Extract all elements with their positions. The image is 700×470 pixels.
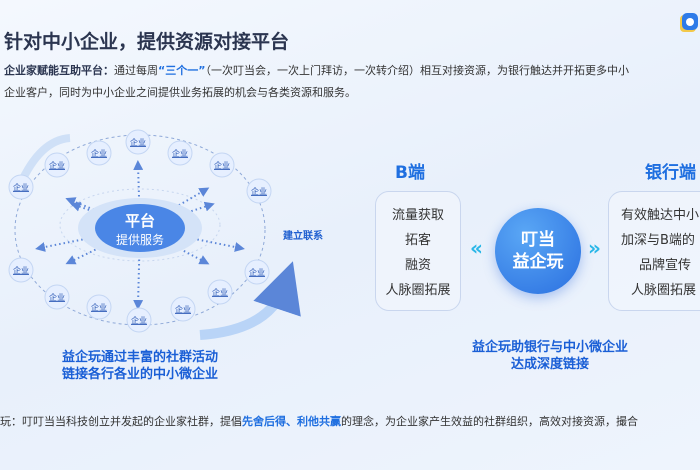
enterprise-node: 企业 xyxy=(86,294,112,320)
caption-line2: 链接各行各业的中小微企业 xyxy=(61,367,218,382)
center-brand-circle: 叮当 益企玩 xyxy=(495,208,581,294)
caption-line1: 益企玩通过丰富的社群活动 xyxy=(61,350,218,365)
svg-text:企业: 企业 xyxy=(172,148,188,158)
bank-side-box: 有效触达中小 加深与B端的 品牌宣传 人脉圈拓展 xyxy=(608,191,700,311)
intro-highlight: “三个一” xyxy=(158,64,206,77)
b-side-title: B端 xyxy=(395,163,425,183)
enterprise-node: 企业 xyxy=(246,178,272,204)
center-ellipse xyxy=(95,204,185,252)
b-item: 拓客 xyxy=(404,233,431,248)
intro-label: 企业家赋能互助平台： xyxy=(4,64,114,77)
enterprise-node: 企业 xyxy=(44,152,70,178)
right-caption-line2: 达成深度链接 xyxy=(510,357,589,372)
footer-text: 玩：叮叮当当科技创立并发起的企业家社群，提倡先舍后得、利他共赢的理念，为企业家产… xyxy=(0,413,638,429)
spoke-arrow xyxy=(133,227,144,310)
bank-item: 品牌宣传 xyxy=(639,258,692,273)
inner-ring xyxy=(59,188,221,262)
svg-text:企业: 企业 xyxy=(251,186,267,196)
outer-ring xyxy=(14,134,266,326)
enterprise-node: 企业 xyxy=(167,140,193,166)
svg-text:企业: 企业 xyxy=(131,315,147,325)
enterprise-node: 企业 xyxy=(244,259,270,285)
center-title: 平台 xyxy=(125,212,155,230)
intro-pre: 通过每周 xyxy=(114,64,158,77)
svg-text:企业: 企业 xyxy=(214,160,230,170)
enterprise-node: 企业 xyxy=(207,279,233,305)
brand-line1: 叮当 xyxy=(521,230,555,250)
swoosh-arrow xyxy=(199,261,301,340)
svg-text:企业: 企业 xyxy=(212,287,228,297)
enterprise-node: 企业 xyxy=(86,140,112,166)
svg-text:企业: 企业 xyxy=(49,160,65,170)
svg-text:企业: 企业 xyxy=(13,182,29,192)
b-item: 流量获取 xyxy=(391,208,444,223)
right-caption: 益企玩助银行与中小微企业 达成深度链接 xyxy=(440,339,660,373)
chevron-left-icon: « xyxy=(470,236,483,260)
b-side-box: 流量获取 拓客 融资 人脉圈拓展 xyxy=(375,191,461,311)
intro-text: 企业家赋能互助平台：通过每周“三个一”（一次叮当会，一次上门拜访，一次转介绍）相… xyxy=(4,60,700,104)
svg-text:企业: 企业 xyxy=(91,148,107,158)
enterprise-node: 企业 xyxy=(44,284,70,310)
footer-highlight: 先舍后得、利他共赢 xyxy=(242,415,341,428)
footer-post: 的理念，为企业家产生效益的社群组织，高效对接资源，撮合 xyxy=(341,415,638,428)
platform-diagram: 平台 提供服务 企业企业企业企业企业企业企业企业企业企业企业企业企业企业 建立联… xyxy=(8,129,323,340)
enterprise-node: 企业 xyxy=(125,129,151,155)
svg-text:企业: 企业 xyxy=(249,267,265,277)
enterprise-node: 企业 xyxy=(8,257,34,283)
bank-item: 加深与B端的 xyxy=(621,233,695,248)
svg-text:企业: 企业 xyxy=(175,304,191,314)
svg-text:企业: 企业 xyxy=(49,292,65,302)
logo-icon xyxy=(680,13,698,32)
bank-side-title: 银行端 xyxy=(645,163,696,183)
chevron-right-icon: » xyxy=(588,236,601,260)
link-label: 建立联系 xyxy=(282,229,323,242)
center-subtitle: 提供服务 xyxy=(116,232,164,247)
enterprise-node: 企业 xyxy=(170,296,196,322)
page-title: 针对中小企业，提供资源对接平台 xyxy=(4,31,290,53)
intro-post: （一次叮当会，一次上门拜访，一次转介绍）相互对接资源，为银行触达并开拓更多中小 xyxy=(205,64,629,77)
bank-item: 人脉圈拓展 xyxy=(631,283,697,298)
intro-line2: 企业客户，同时为中小企业之间提供业务拓展的机会与各类资源和服务。 xyxy=(4,86,356,99)
svg-text:企业: 企业 xyxy=(13,265,29,275)
brand-line2: 益企玩 xyxy=(512,252,564,272)
enterprise-node: 企业 xyxy=(209,152,235,178)
b-item: 人脉圈拓展 xyxy=(385,283,451,298)
footer-pre: 玩：叮叮当当科技创立并发起的企业家社群，提倡 xyxy=(0,415,242,428)
svg-text:企业: 企业 xyxy=(130,137,146,147)
svg-text:企业: 企业 xyxy=(91,302,107,312)
enterprise-node: 企业 xyxy=(8,174,34,200)
spoke-arrow xyxy=(133,160,144,229)
right-caption-line1: 益企玩助银行与中小微企业 xyxy=(471,340,628,355)
b-item: 融资 xyxy=(404,258,431,273)
enterprise-node: 企业 xyxy=(126,307,152,333)
diagram-caption: 益企玩通过丰富的社群活动 链接各行各业的中小微企业 xyxy=(30,349,250,383)
bank-item: 有效触达中小 xyxy=(621,208,700,223)
